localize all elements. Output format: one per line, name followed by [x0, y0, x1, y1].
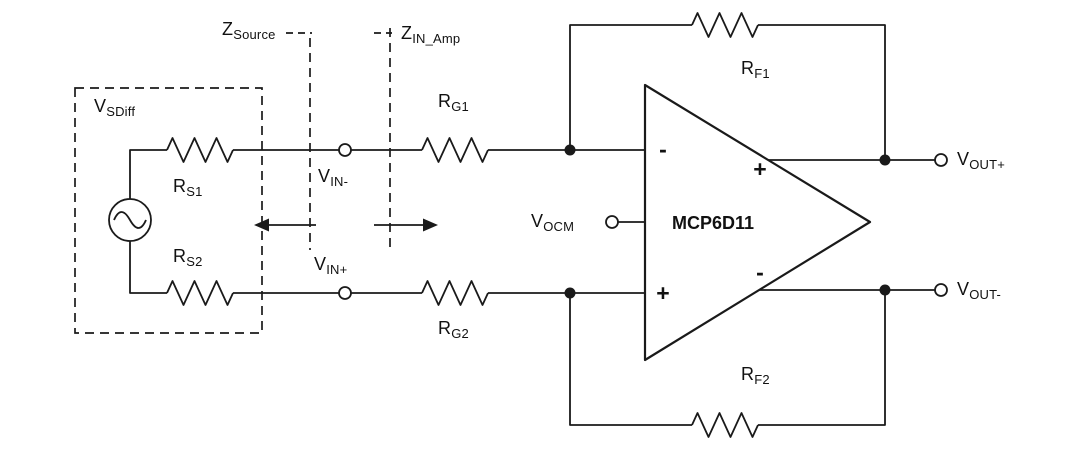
junction-dots: [564, 144, 891, 299]
label-text: R: [173, 176, 187, 196]
label-text: V: [314, 254, 327, 274]
feedback-top-wire: [758, 24, 886, 160]
label-v-ocm: VOCM: [531, 211, 575, 234]
pin-out-negative-sign: -: [756, 259, 764, 285]
label-r-s1: RS1: [173, 176, 203, 199]
resistor-rs2: [166, 280, 234, 306]
label-text: V: [94, 96, 107, 116]
opamp-texts: - + + - MCP6D11: [656, 136, 766, 306]
label-subscript: S1: [186, 184, 203, 199]
pin-out-positive-sign: +: [753, 156, 766, 182]
wire: [129, 241, 167, 294]
label-text: V: [957, 149, 970, 169]
label-r-g1: RG1: [438, 91, 469, 114]
label-text: V: [318, 166, 331, 186]
pin-noninverting-sign: +: [656, 280, 669, 306]
arrow-right-icon: [423, 218, 438, 232]
terminals: [338, 143, 948, 300]
vout-plus-terminal: [934, 153, 948, 167]
label-v-in-plus: VIN+: [314, 254, 348, 277]
vin-minus-terminal: [338, 143, 352, 157]
resistor-rg1: [421, 137, 489, 163]
label-subscript: OUT-: [969, 287, 1002, 302]
feedback-bottom-wire: [758, 290, 886, 426]
label-subscript: S2: [186, 254, 203, 269]
label-subscript: SDiff: [106, 104, 136, 119]
label-text: Z: [222, 19, 234, 39]
arrow-left-icon: [254, 218, 269, 232]
resistor-rf2: [691, 412, 759, 438]
label-subscript: G2: [451, 326, 469, 341]
junction-dot: [564, 144, 576, 156]
label-r-g2: RG2: [438, 318, 469, 341]
label-text: R: [438, 91, 452, 111]
label-r-f2: RF2: [741, 364, 770, 387]
wire: [129, 149, 167, 199]
label-r-f1: RF1: [741, 58, 770, 81]
impedance-arrows: [254, 218, 438, 232]
label-subscript: F1: [754, 66, 770, 81]
vocm-terminal: [605, 215, 619, 229]
label-subscript: Source: [233, 27, 276, 42]
label-v-out-minus: VOUT-: [957, 279, 1002, 302]
junction-dot: [564, 287, 576, 299]
dashed-boundaries: [74, 28, 392, 334]
feedback-top-wire: [569, 24, 692, 150]
source-boundary-box: [74, 87, 263, 334]
resistor-rs1: [166, 137, 234, 163]
label-subscript: IN-: [330, 174, 349, 189]
label-v-out-plus: VOUT+: [957, 149, 1006, 172]
pin-inverting-sign: -: [659, 136, 667, 162]
resistor-rg2: [421, 280, 489, 306]
wires: [129, 24, 935, 426]
vin-plus-terminal: [338, 286, 352, 300]
amp-part-number: MCP6D11: [672, 213, 754, 233]
label-text: R: [173, 246, 187, 266]
opamp-body: [643, 83, 872, 362]
label-subscript: OCM: [543, 219, 575, 234]
label-text: R: [741, 364, 755, 384]
label-text: V: [957, 279, 970, 299]
label-v-in-minus: VIN-: [318, 166, 349, 189]
label-subscript: IN_Amp: [412, 31, 461, 46]
resistor-rf1: [691, 12, 759, 38]
label-text: V: [531, 211, 544, 231]
vout-minus-terminal: [934, 283, 948, 297]
label-subscript: OUT+: [969, 157, 1006, 172]
feedback-bottom-wire: [569, 293, 692, 426]
label-v-sdiff: VSDiff: [94, 96, 136, 119]
label-text: Z: [401, 23, 413, 43]
label-subscript: IN+: [326, 262, 348, 277]
label-text: R: [741, 58, 755, 78]
label-r-s2: RS2: [173, 246, 203, 269]
label-z-in-amp: ZIN_Amp: [401, 23, 461, 46]
label-z-source: ZSource: [222, 19, 276, 42]
junction-dot: [879, 284, 891, 296]
label-subscript: F2: [754, 372, 770, 387]
sine-wave-icon: [113, 211, 147, 229]
label-subscript: G1: [451, 99, 469, 114]
junction-dot: [879, 154, 891, 166]
label-text: R: [438, 318, 452, 338]
resistors: [166, 12, 759, 438]
ac-source: [108, 198, 152, 242]
